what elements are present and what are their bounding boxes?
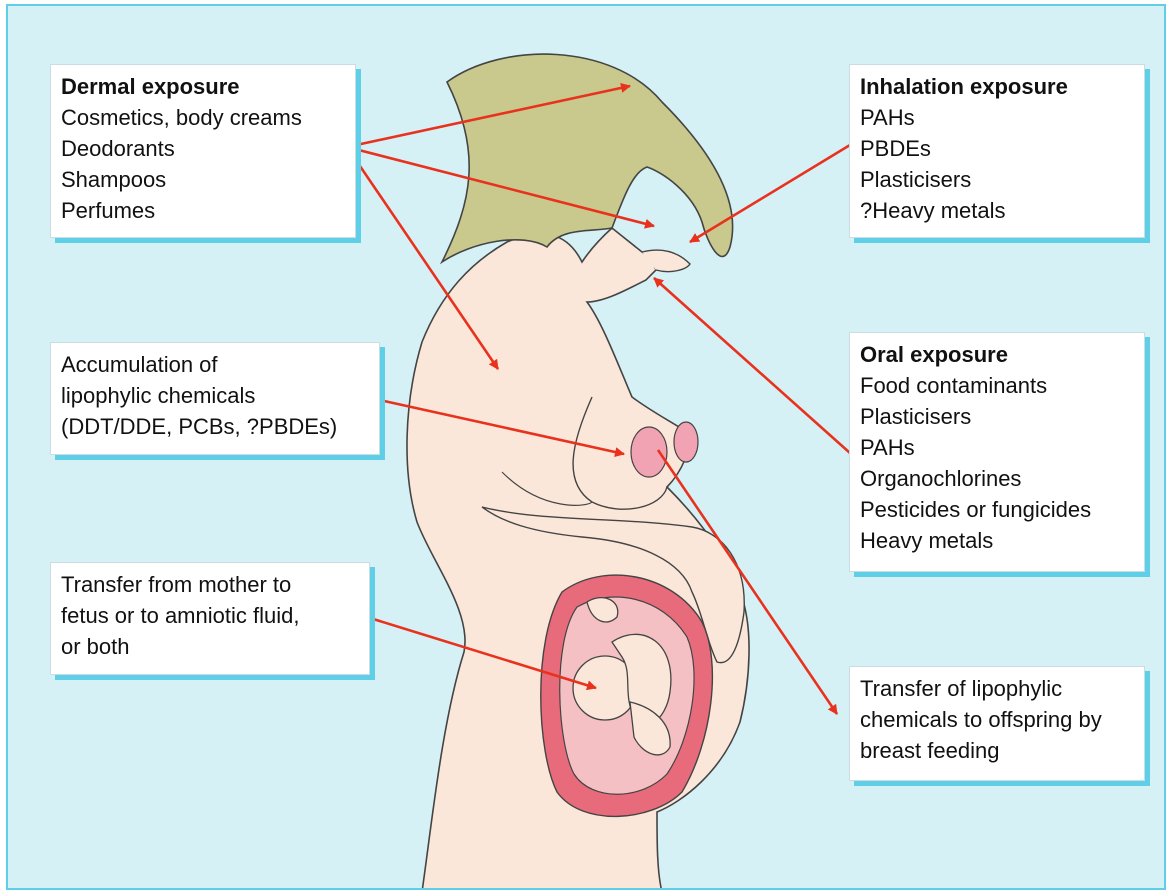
inhalation-item: Plasticisers — [860, 164, 1134, 195]
accumulation-line: (DDT/DDE, PCBs, ?PBDEs) — [61, 411, 369, 442]
oral-item: PAHs — [860, 432, 1134, 463]
dermal-item: Perfumes — [61, 195, 345, 226]
transfer-fetus-line: Transfer from mother to — [61, 569, 359, 600]
inhalation-item: PBDEs — [860, 133, 1134, 164]
inhalation-item: ?Heavy metals — [860, 195, 1134, 226]
oral-item: Pesticides or fungicides — [860, 494, 1134, 525]
accumulation-line: lipophylic chemicals — [61, 380, 369, 411]
oral-exposure-box: Oral exposure Food contaminants Plastici… — [849, 332, 1145, 572]
dermal-exposure-title: Dermal exposure — [61, 71, 345, 102]
nipple-icon — [631, 427, 667, 477]
dermal-item: Deodorants — [61, 133, 345, 164]
inhalation-exposure-box: Inhalation exposure PAHs PBDEs Plasticis… — [849, 64, 1145, 238]
transfer-offspring-line: chemicals to offspring by — [860, 704, 1134, 735]
dermal-item: Cosmetics, body creams — [61, 102, 345, 133]
transfer-fetus-box: Transfer from mother to fetus or to amni… — [50, 562, 370, 675]
oral-item: Organochlorines — [860, 463, 1134, 494]
accumulation-box: Accumulation of lipophylic chemicals (DD… — [50, 342, 380, 455]
nipple-icon — [674, 422, 698, 462]
accumulation-line: Accumulation of — [61, 349, 369, 380]
dermal-item: Shampoos — [61, 164, 345, 195]
inhalation-item: PAHs — [860, 102, 1134, 133]
inhalation-exposure-title: Inhalation exposure — [860, 71, 1134, 102]
diagram-frame: Dermal exposure Cosmetics, body creams D… — [6, 4, 1166, 890]
transfer-fetus-line: fetus or to amniotic fluid, — [61, 600, 359, 631]
transfer-offspring-line: Transfer of lipophylic — [860, 673, 1134, 704]
transfer-offspring-box: Transfer of lipophylic chemicals to offs… — [849, 666, 1145, 781]
transfer-offspring-line: breast feeding — [860, 735, 1134, 766]
oral-exposure-title: Oral exposure — [860, 339, 1134, 370]
oral-item: Plasticisers — [860, 401, 1134, 432]
transfer-fetus-line: or both — [61, 631, 359, 662]
dermal-exposure-box: Dermal exposure Cosmetics, body creams D… — [50, 64, 356, 238]
oral-item: Food contaminants — [860, 370, 1134, 401]
oral-item: Heavy metals — [860, 525, 1134, 556]
hair-shape — [442, 54, 733, 262]
